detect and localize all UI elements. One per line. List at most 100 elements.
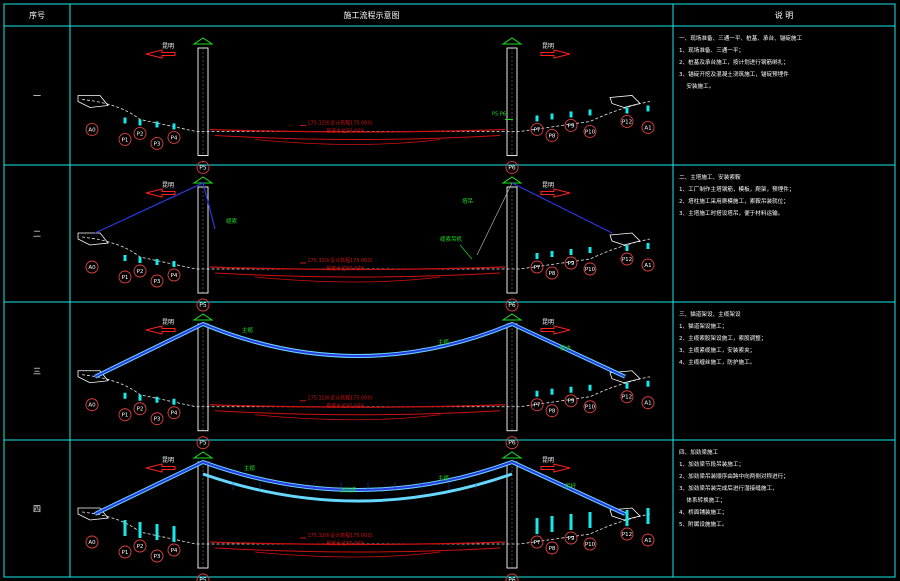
saddle-icon bbox=[501, 451, 523, 459]
pier-column bbox=[646, 243, 650, 250]
row-number: 三 bbox=[33, 367, 41, 376]
saddle-icon bbox=[501, 176, 523, 184]
pier-label-circle bbox=[133, 264, 147, 278]
arrow-label-left: 昆明 bbox=[162, 182, 174, 189]
pier-column bbox=[123, 520, 127, 537]
notes-line: 4、桥面铺装施工； bbox=[679, 508, 727, 516]
tower-label: P6 bbox=[508, 440, 516, 447]
water-line-3 bbox=[254, 139, 441, 145]
pier-label: P2 bbox=[137, 131, 144, 137]
pier-label-circle bbox=[85, 123, 99, 136]
pier-label-circle bbox=[530, 260, 544, 274]
notes-line: 3、锚碇开挖及混凝土浇筑施工，锚碇预埋件 bbox=[679, 70, 789, 78]
anchorage-right bbox=[609, 507, 641, 521]
leader-line bbox=[459, 244, 473, 260]
tower-label: P6 bbox=[508, 577, 516, 581]
pier-column bbox=[138, 394, 142, 401]
outer-border bbox=[3, 3, 896, 578]
pier-label: P3 bbox=[154, 554, 161, 560]
tower-label-circle bbox=[505, 436, 519, 450]
pier-label: P10 bbox=[585, 129, 596, 135]
pier-label-circle bbox=[167, 131, 181, 144]
tower-label-circle bbox=[196, 573, 210, 581]
saddle-icon bbox=[501, 313, 523, 321]
pier-label-circle bbox=[620, 527, 634, 541]
water-line-1 bbox=[209, 128, 506, 133]
arrow-label-left: 昆明 bbox=[162, 319, 174, 326]
pier-column bbox=[646, 105, 650, 112]
direction-arrow-left bbox=[145, 49, 176, 59]
direction-arrow-left bbox=[145, 325, 176, 335]
pier-column bbox=[646, 380, 650, 387]
pier-label: P12 bbox=[622, 532, 632, 538]
notes-line: 5、附属设施施工。 bbox=[679, 520, 727, 528]
water-level-label: 最低水位55.600 bbox=[326, 265, 364, 272]
crane-line bbox=[476, 182, 513, 256]
pier-column bbox=[569, 111, 573, 118]
notes-line: 1、现场准备、三通一平； bbox=[679, 46, 744, 54]
pier-label: P1 bbox=[122, 413, 129, 419]
pier-label-circle bbox=[150, 137, 164, 150]
water-line-1 bbox=[209, 266, 506, 271]
water-line-2 bbox=[214, 272, 501, 278]
tower-label-circle bbox=[505, 573, 519, 581]
pier-label: P4 bbox=[171, 548, 178, 554]
anchorage-right bbox=[609, 95, 641, 108]
main-cable bbox=[94, 322, 626, 378]
notes-line: 3、主塔施工时搭设塔吊，便于材料运输。 bbox=[679, 209, 783, 217]
water-line-1 bbox=[209, 541, 506, 546]
pier-label: P3 bbox=[154, 141, 161, 147]
pier-label-circle bbox=[530, 123, 544, 136]
pier-label-circle bbox=[564, 256, 578, 270]
pier-label-circle bbox=[564, 394, 578, 408]
pier-label: P10 bbox=[585, 267, 596, 273]
pier-label-circle bbox=[167, 268, 181, 282]
annotation: 主缆 bbox=[242, 326, 254, 334]
pier-column bbox=[155, 396, 159, 403]
pier-label-circle bbox=[545, 266, 559, 280]
pier-column bbox=[646, 508, 650, 525]
pier-label-circle bbox=[620, 252, 634, 266]
pier-label: A1 bbox=[644, 538, 651, 544]
pier-column bbox=[569, 514, 573, 531]
pier-column bbox=[550, 251, 554, 258]
water-line-3 bbox=[254, 551, 441, 558]
pier-column bbox=[138, 257, 142, 264]
pier-column bbox=[625, 382, 629, 389]
notes-line: 1、猫道架设施工； bbox=[679, 322, 727, 330]
temporary-cable-right bbox=[511, 182, 613, 234]
pier-label: A1 bbox=[644, 263, 651, 269]
saddle-icon bbox=[192, 37, 214, 45]
design-level-label: 175.320(设计高程175.000) bbox=[307, 257, 372, 264]
notes-line: 3、加劲梁吊装完成后进行湿接缝施工， bbox=[679, 484, 778, 492]
annotation: 塔吊 bbox=[462, 197, 473, 205]
pier-label-circle bbox=[118, 408, 132, 422]
arrow-label-right: 昆明 bbox=[542, 182, 554, 189]
pier-column bbox=[535, 518, 539, 535]
pier-label: P7 bbox=[534, 127, 541, 133]
notes-line: 3、主缆紧缆施工，安装索夹； bbox=[679, 346, 755, 354]
pier-column bbox=[550, 388, 554, 395]
pier-label-circle bbox=[133, 539, 147, 553]
pier-label: A1 bbox=[644, 401, 651, 407]
water-line-2 bbox=[214, 547, 501, 553]
water-line-1 bbox=[209, 404, 506, 408]
pier-column bbox=[535, 390, 539, 397]
pier-label: P12 bbox=[622, 119, 632, 125]
pier-label-circle bbox=[118, 545, 132, 559]
anchorage-left bbox=[77, 95, 109, 108]
pier-label-circle bbox=[118, 133, 132, 146]
pier-column bbox=[588, 384, 592, 391]
pier-label: P8 bbox=[549, 271, 556, 277]
pier-label: P4 bbox=[171, 135, 178, 141]
notes-line: 1、加劲梁节段吊装施工； bbox=[679, 460, 744, 468]
pier-label-circle bbox=[85, 398, 99, 412]
pier-column bbox=[588, 109, 592, 116]
annotation: 索夹 bbox=[560, 344, 572, 352]
water-line-2 bbox=[214, 134, 501, 140]
direction-arrow-right bbox=[540, 188, 571, 198]
pier-label-circle bbox=[118, 270, 132, 284]
tower-label-circle bbox=[505, 298, 519, 312]
arrow-label-right: 昆明 bbox=[542, 43, 554, 50]
annotation: 主缆 bbox=[438, 338, 450, 346]
